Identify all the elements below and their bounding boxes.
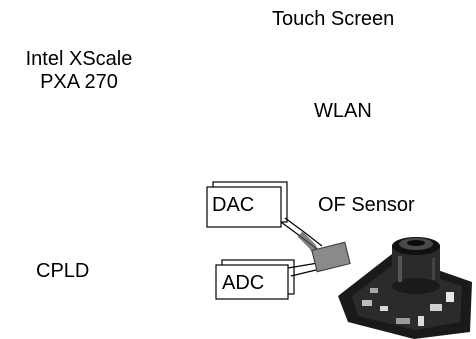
intel-xscale-line1: Intel XScale xyxy=(8,48,150,71)
wlan-label: WLAN xyxy=(314,100,372,123)
intel-xscale-label: Intel XScale PXA 270 xyxy=(8,48,150,94)
adc-cable xyxy=(288,242,350,276)
adc-label: ADC xyxy=(222,272,264,294)
cpld-label: CPLD xyxy=(36,260,89,283)
of-sensor-image xyxy=(338,237,472,339)
intel-xscale-line2: PXA 270 xyxy=(8,71,150,94)
touch-screen-label: Touch Screen xyxy=(272,8,394,31)
of-sensor-label: OF Sensor xyxy=(318,194,415,217)
dac-label: DAC xyxy=(212,194,254,216)
